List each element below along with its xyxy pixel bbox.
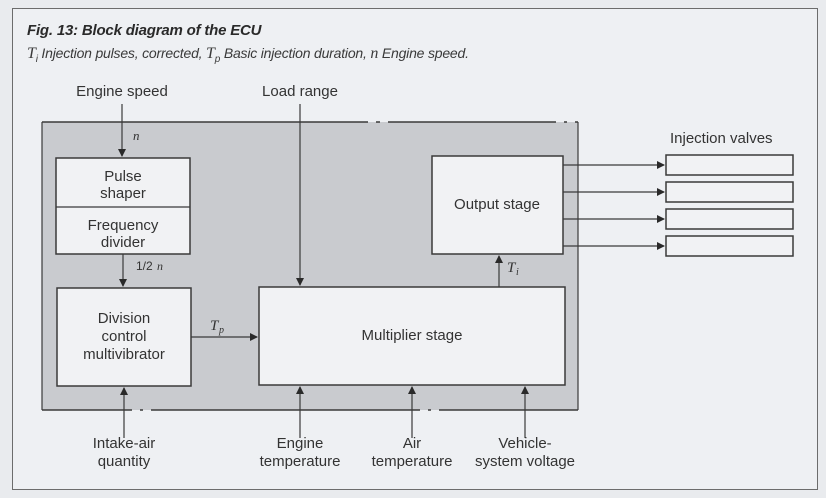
half-n-variable: n <box>157 259 163 273</box>
frequency-divider-label-2: divider <box>101 234 145 251</box>
pulse-shaper-block: Pulse shaper Frequency divider <box>55 157 191 255</box>
load-range-label: Load range <box>262 83 338 100</box>
pulse-shaper-label-1: Pulse <box>104 168 142 185</box>
intake-air-label-2: quantity <box>98 453 151 470</box>
injection-valve <box>665 208 794 230</box>
figure-caption: Ti Injection pulses, corrected, Tp Basic… <box>27 45 469 65</box>
multiplier-stage-label: Multiplier stage <box>362 327 463 344</box>
caption-ti-symbol: T <box>27 45 36 62</box>
engine-temperature-label-1: Engine <box>277 435 324 452</box>
air-temperature-label-1: Air <box>403 435 421 452</box>
caption-tp-text: Basic injection duration, <box>220 45 371 61</box>
ti-subscript: i <box>516 267 519 278</box>
half-n-fraction: 1/2 <box>136 259 153 273</box>
caption-tp-sub: p <box>214 53 221 65</box>
engine-speed-label: Engine speed <box>76 83 168 100</box>
division-label-2: control <box>101 328 146 345</box>
caption-ti-text: Injection pulses, corrected, <box>37 45 207 61</box>
caption-n-symbol: n <box>370 45 379 62</box>
output-stage-block: Output stage <box>431 155 564 255</box>
vehicle-voltage-label-2: system voltage <box>475 453 575 470</box>
caption-tp-symbol: T <box>206 45 215 62</box>
injection-valves-label: Injection valves <box>670 130 773 147</box>
intake-air-label-1: Intake-air <box>93 435 156 452</box>
caption-n-text: Engine speed. <box>378 45 469 61</box>
injection-valve <box>665 154 794 176</box>
division-label-1: Division <box>98 310 151 327</box>
pulse-shaper-label-2: shaper <box>100 185 146 202</box>
caption-ti-sub: i <box>35 53 38 65</box>
n-signal-label: n <box>133 128 140 143</box>
injection-valves-group <box>563 154 794 257</box>
division-label-3: multivibrator <box>83 346 165 363</box>
vehicle-voltage-label-1: Vehicle- <box>498 435 551 452</box>
figure-title: Fig. 13: Block diagram of the ECU <box>27 22 262 39</box>
injection-valve <box>665 235 794 257</box>
tp-symbol: T <box>210 318 220 334</box>
ti-symbol: T <box>507 260 517 276</box>
air-temperature-label-2: temperature <box>372 453 453 470</box>
frequency-divider-label-1: Frequency <box>88 217 159 234</box>
engine-temperature-label-2: temperature <box>260 453 341 470</box>
division-control-multivibrator-block: Division control multivibrator <box>56 287 192 387</box>
tp-subscript: p <box>218 325 224 336</box>
output-stage-label: Output stage <box>454 196 540 213</box>
injection-valve <box>665 181 794 203</box>
multiplier-stage-block: Multiplier stage <box>258 286 566 386</box>
